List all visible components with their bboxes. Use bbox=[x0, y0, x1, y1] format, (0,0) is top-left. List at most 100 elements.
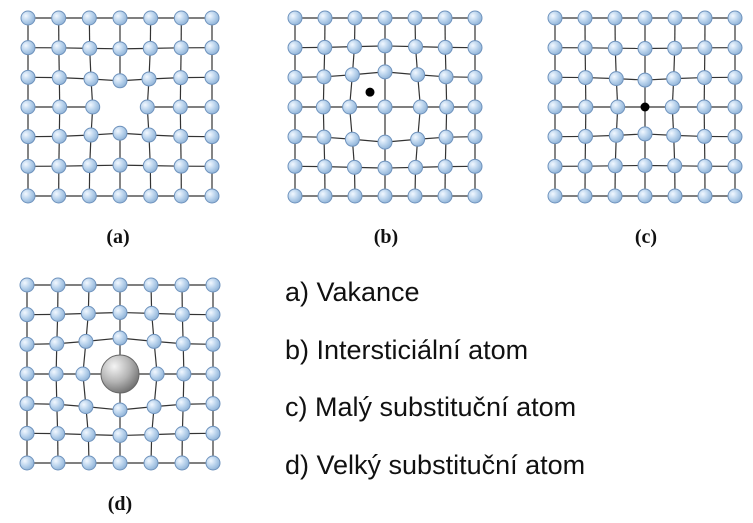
lattice-atom bbox=[578, 99, 594, 115]
lattice-atom bbox=[49, 336, 65, 352]
lattice-atom bbox=[50, 306, 66, 322]
lattice-atom bbox=[112, 427, 128, 443]
lattice-atom bbox=[20, 69, 36, 85]
lattice-atom bbox=[377, 38, 393, 54]
lattice-atom bbox=[377, 160, 393, 176]
lattice-atom bbox=[407, 10, 423, 26]
lattice-atom bbox=[727, 158, 743, 174]
lattice-atom bbox=[317, 39, 333, 55]
lattice-atom bbox=[547, 69, 563, 85]
lattice-atom bbox=[112, 125, 128, 141]
lattice-atom bbox=[377, 134, 393, 150]
lattice-atom bbox=[607, 158, 623, 174]
lattice-atom bbox=[174, 277, 190, 293]
lattice-atom bbox=[664, 99, 680, 115]
lattice-atom bbox=[547, 10, 563, 26]
panel-label-d: (d) bbox=[108, 493, 132, 515]
lattice-atom bbox=[439, 99, 455, 115]
lattice-atom bbox=[205, 366, 221, 382]
defect-legend: a) Vakance b) Intersticiální atom c) Mal… bbox=[285, 275, 585, 505]
lattice-atom bbox=[143, 10, 159, 26]
lattice-atom bbox=[407, 188, 423, 204]
lattice-atom bbox=[667, 10, 683, 26]
lattice-atom bbox=[173, 188, 189, 204]
lattice-atom bbox=[287, 40, 303, 56]
lattice-atom bbox=[317, 188, 333, 204]
lattice-atom bbox=[205, 336, 221, 352]
lattice-atom bbox=[547, 40, 563, 56]
lattice-atom bbox=[19, 455, 35, 471]
lattice-atom bbox=[410, 131, 426, 147]
lattice-atom bbox=[83, 127, 99, 143]
lattice-atom bbox=[112, 277, 128, 293]
lattice-atoms bbox=[547, 10, 743, 204]
lattice-atom bbox=[50, 426, 66, 442]
lattice-atom bbox=[577, 40, 593, 56]
lattice-atom bbox=[346, 159, 362, 175]
lattice-atom bbox=[346, 39, 362, 55]
lattice-atom bbox=[51, 10, 67, 26]
lattice-atom bbox=[146, 399, 162, 415]
lattice-atom bbox=[696, 70, 712, 86]
lattice-atom bbox=[204, 188, 220, 204]
lattice-atom bbox=[112, 188, 128, 204]
lattice-atom bbox=[727, 99, 743, 115]
lattice-atom bbox=[173, 158, 189, 174]
lattice-atom bbox=[112, 455, 128, 471]
lattice-atom bbox=[52, 99, 68, 115]
lattice-atom bbox=[173, 128, 189, 144]
lattice-atom bbox=[438, 69, 454, 85]
lattice-atom bbox=[51, 40, 67, 56]
lattice-atom bbox=[637, 10, 653, 26]
lattice-atom bbox=[75, 366, 91, 382]
lattice-atom bbox=[667, 188, 683, 204]
lattice-atom bbox=[205, 425, 221, 441]
lattice-atom bbox=[316, 129, 332, 145]
lattice-atom bbox=[696, 99, 712, 115]
lattice-atom bbox=[20, 40, 36, 56]
lattice-atom bbox=[174, 426, 190, 442]
lattice-atom bbox=[547, 158, 563, 174]
panel-label-c: (c) bbox=[635, 226, 657, 248]
lattice-atom bbox=[287, 158, 303, 174]
lattice-atom bbox=[20, 10, 36, 26]
lattice-atoms bbox=[20, 10, 220, 204]
lattice-atom bbox=[81, 277, 97, 293]
lattice-atom bbox=[637, 188, 653, 204]
lattice-atom bbox=[727, 69, 743, 85]
lattice-atom bbox=[174, 306, 190, 322]
lattice-atom bbox=[315, 99, 331, 115]
lattice-atom bbox=[408, 159, 424, 175]
lattice-atom bbox=[577, 10, 593, 26]
lattice-atom bbox=[437, 39, 453, 55]
lattice-atom bbox=[204, 10, 220, 26]
interstitial-atom bbox=[365, 87, 375, 97]
lattice-atom bbox=[287, 69, 303, 85]
lattice-atom bbox=[344, 131, 360, 147]
lattice-atom bbox=[578, 70, 594, 86]
small-substitutional-atom bbox=[640, 102, 650, 112]
lattice-atom bbox=[204, 158, 220, 174]
lattice-atom bbox=[547, 129, 563, 145]
lattice-atom bbox=[697, 40, 713, 56]
panel-label-b: (b) bbox=[374, 226, 398, 248]
lattice-atom bbox=[172, 99, 188, 115]
lattice-atom bbox=[637, 72, 653, 88]
legend-item-small-substitutional: c) Malý substituční atom bbox=[285, 392, 577, 422]
lattice-atom bbox=[20, 158, 36, 174]
lattice-atom bbox=[51, 158, 67, 174]
lattice-atom bbox=[112, 73, 128, 89]
lattice-atom bbox=[667, 158, 683, 174]
lattice-atom bbox=[438, 129, 454, 145]
lattice-atom bbox=[204, 40, 220, 56]
lattice-atom bbox=[85, 99, 101, 115]
lattice-atom bbox=[50, 277, 66, 293]
lattice-atom bbox=[173, 10, 189, 26]
lattice-atom bbox=[146, 333, 162, 349]
lattice-atom bbox=[112, 305, 128, 321]
lattice-atom bbox=[377, 10, 393, 26]
lattice-atom bbox=[377, 99, 393, 115]
lattice-atom bbox=[344, 67, 360, 83]
legend-item-vacancy: a) Vakance bbox=[285, 277, 420, 307]
legend-item-interstitial: b) Intersticiální atom bbox=[285, 334, 529, 365]
